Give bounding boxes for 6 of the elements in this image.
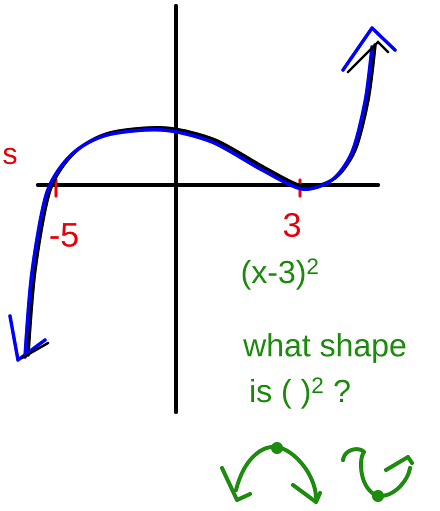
- handwritten-label: what shape: [243, 333, 406, 363]
- handwritten-label: s: [3, 148, 16, 164]
- handwritten-label: is ( )$^{2}$ ?: [251, 377, 350, 409]
- handwritten-label: 3: [284, 212, 300, 238]
- handwritten-label: (x-3)$^{2}$: [242, 258, 318, 290]
- handwritten-label: -5: [50, 223, 78, 247]
